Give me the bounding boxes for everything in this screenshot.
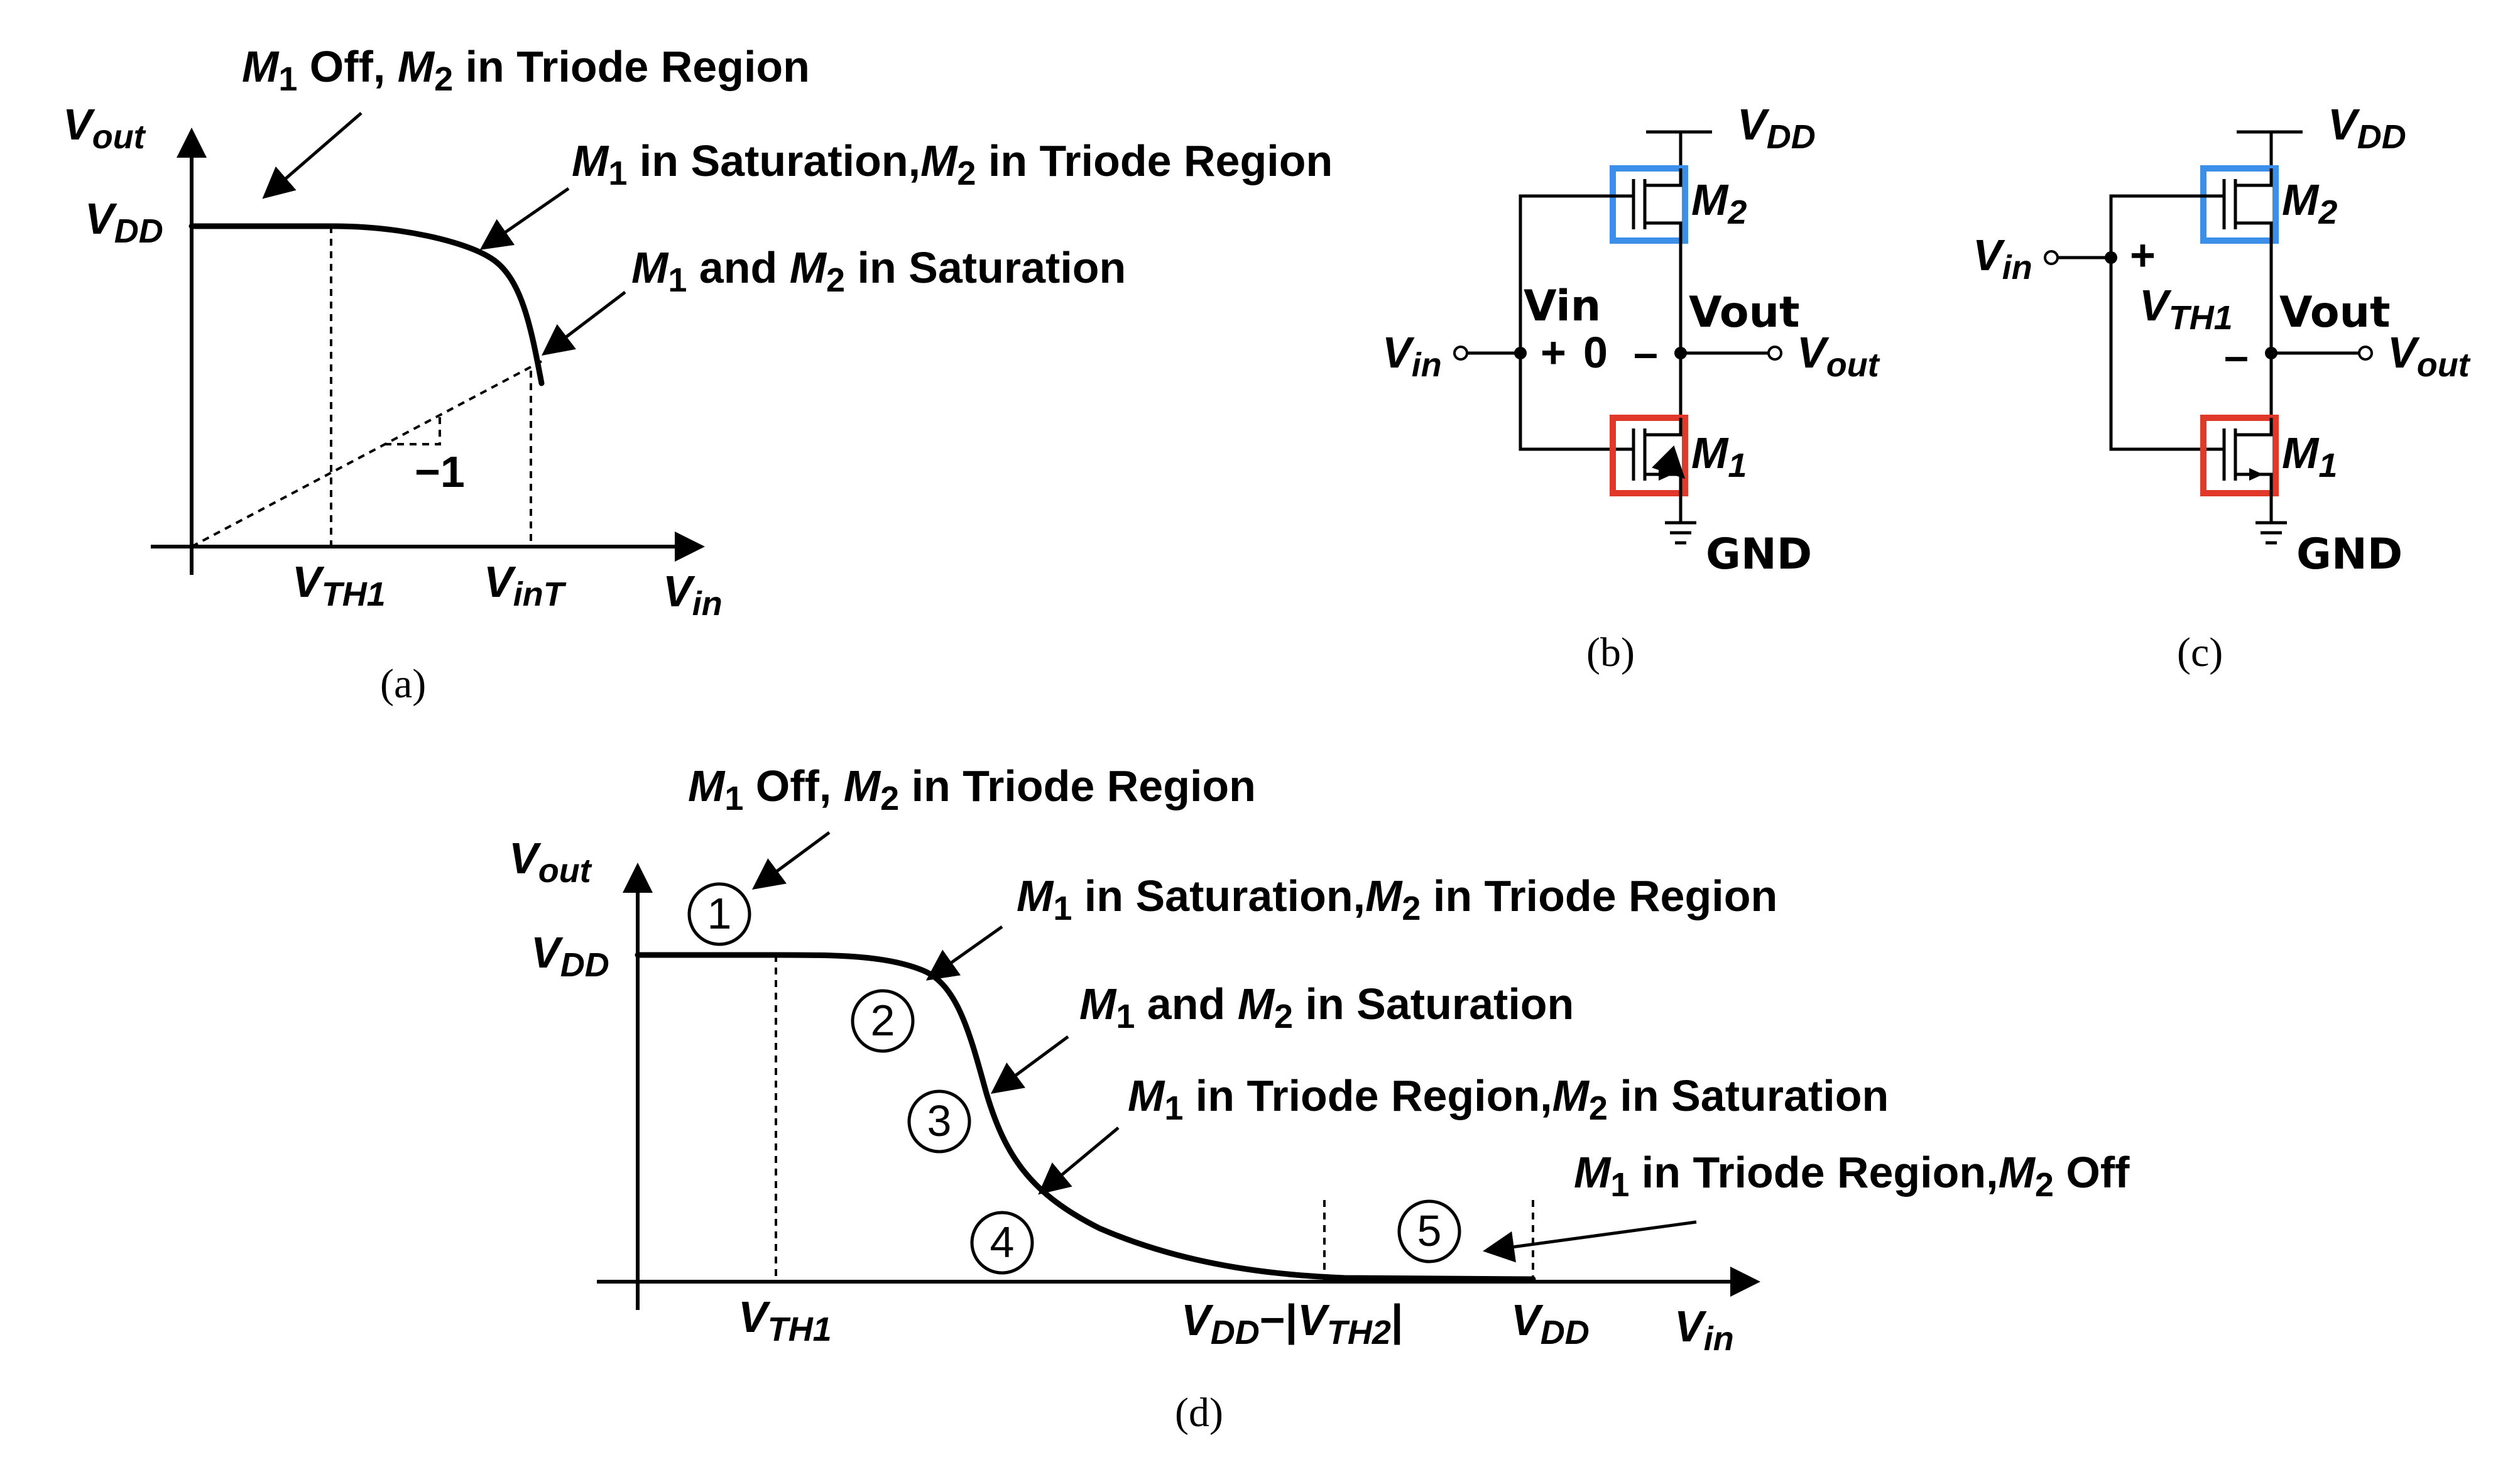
c-gnd-label: GND xyxy=(2296,530,2403,579)
b-plus: + xyxy=(1541,328,1566,377)
a-x-tick-vth1: VTH1 xyxy=(292,557,386,613)
b-m2-drain xyxy=(1645,168,1683,187)
svg-text:5: 5 xyxy=(1417,1206,1442,1255)
d-region-marker-1: 1 xyxy=(687,882,751,946)
b-vdd-label: VDD xyxy=(1737,100,1816,156)
c-m1-arrow xyxy=(2249,468,2263,481)
panel-b: VDD M2 Vout Vout Vin Vin + 0 – M1 xyxy=(1382,100,1880,675)
d-y-axis-label: Vout xyxy=(509,834,592,890)
c-vth-label: VTH1 xyxy=(2139,281,2233,337)
panel-c: VDD M2 Vout Vout Vin + VTH1 – M1 GND (c) xyxy=(1973,100,2471,675)
d-vdd-tick: VDD xyxy=(531,928,609,984)
d-arrow-4 xyxy=(1038,1127,1120,1195)
a-slope-triangle xyxy=(385,415,441,445)
c-m1-label: M1 xyxy=(2282,428,2337,484)
svg-text:1: 1 xyxy=(707,889,732,938)
b-vin-label: Vin xyxy=(1382,328,1442,384)
c-vdd-label: VDD xyxy=(2328,100,2406,156)
d-arrow-1 xyxy=(751,831,831,890)
c-m2-source xyxy=(2235,221,2273,241)
a-caption: (a) xyxy=(380,661,426,707)
svg-text:4: 4 xyxy=(990,1218,1015,1267)
d-region-marker-2: 2 xyxy=(851,989,915,1053)
d-region-label-2: M1 in Saturation,M2 in Triode Region xyxy=(1017,871,1777,927)
b-m1-drain xyxy=(1645,418,1683,437)
d-x-tick-vdd: VDD xyxy=(1511,1296,1590,1351)
b-caption: (b) xyxy=(1586,630,1635,675)
b-m1-label: M1 xyxy=(1691,428,1747,484)
d-arrow-5 xyxy=(1483,1220,1697,1263)
c-caption: (c) xyxy=(2177,630,2223,675)
c-out-terminal xyxy=(2358,346,2373,361)
b-nmos-highlight xyxy=(1610,415,1688,496)
svg-text:3: 3 xyxy=(927,1096,952,1145)
c-gate-wire xyxy=(2109,194,2224,451)
d-region-label-3: M1 and M2 in Saturation xyxy=(1079,979,1574,1035)
a-y-axis-label: Vout xyxy=(63,100,146,156)
a-vdd-tick: VDD xyxy=(85,194,163,250)
b-hand-vin: Vin xyxy=(1524,281,1601,331)
b-m1-source xyxy=(1645,445,1686,521)
b-out-terminal xyxy=(1767,346,1782,361)
c-in-terminal xyxy=(2044,250,2059,265)
d-arrow-2 xyxy=(925,925,1003,981)
d-caption: (d) xyxy=(1175,1390,1223,1436)
d-region-marker-5: 5 xyxy=(1397,1199,1461,1263)
c-hand-vout: Vout xyxy=(2279,288,2391,337)
a-x-axis-label: Vin xyxy=(663,567,723,623)
d-x-axis-label: Vin xyxy=(1674,1302,1734,1358)
d-arrow-3 xyxy=(990,1035,1069,1094)
d-region-marker-4: 4 xyxy=(970,1211,1034,1275)
panel-a: Vout VDD −1 VTH1 VinT Vin M1 Off, M2 in … xyxy=(63,42,1333,707)
a-region-label-1: M1 Off, M2 in Triode Region xyxy=(242,42,810,98)
b-minus: – xyxy=(1634,328,1658,377)
c-plus: + xyxy=(2130,231,2156,280)
c-pmos-highlight xyxy=(2200,165,2279,244)
a-arrow-2 xyxy=(479,187,570,250)
a-slope-label: −1 xyxy=(415,447,465,496)
a-arrow-1 xyxy=(262,112,363,199)
b-in-terminal xyxy=(1453,346,1468,361)
d-region-marker-3: 3 xyxy=(907,1089,971,1154)
d-region-label-1: M1 Off, M2 in Triode Region xyxy=(688,761,1256,817)
d-region-label-4: M1 in Triode Region,M2 in Saturation xyxy=(1128,1071,1889,1127)
a-transfer-curve xyxy=(188,223,545,386)
c-vin-label: Vin xyxy=(1973,231,2032,286)
c-minus: – xyxy=(2224,331,2249,380)
a-x-tick-vint: VinT xyxy=(484,557,567,613)
c-nmos-highlight xyxy=(2200,415,2279,496)
b-m2-source xyxy=(1645,221,1683,241)
b-gnd-label: GND xyxy=(1706,530,1812,579)
b-zero: 0 xyxy=(1583,328,1608,377)
b-vout-label: Vout xyxy=(1797,328,1880,384)
d-transfer-curve xyxy=(635,952,1536,1282)
d-x-tick-vth1: VTH1 xyxy=(738,1292,832,1348)
b-m2-label: M2 xyxy=(1691,175,1747,231)
c-m2-drain xyxy=(2235,168,2273,187)
c-vout-label: Vout xyxy=(2387,328,2471,384)
c-m1-drain xyxy=(2235,418,2273,437)
d-x-tick-vdd-vth2: VDD−|VTH2| xyxy=(1181,1296,1403,1351)
b-pmos-highlight xyxy=(1610,165,1688,244)
a-region-label-3: M1 and M2 in Saturation xyxy=(631,243,1126,299)
panel-d: Vout VDD VTH1 VDD−|VTH2| VDD Vin 1 2 3 4… xyxy=(509,761,2130,1436)
a-dash-slope xyxy=(191,360,542,548)
b-m1-arrow xyxy=(1659,468,1672,481)
a-region-label-2: M1 in Saturation,M2 in Triode Region xyxy=(572,136,1333,192)
b-gate-wire xyxy=(1519,194,1634,451)
c-m2-label: M2 xyxy=(2282,175,2337,231)
b-hand-vout: Vout xyxy=(1689,288,1800,337)
svg-text:2: 2 xyxy=(871,996,895,1045)
a-arrow-3 xyxy=(542,291,626,356)
d-region-label-5: M1 in Triode Region,M2 Off xyxy=(1574,1148,2130,1204)
c-m1-source xyxy=(2235,472,2273,521)
